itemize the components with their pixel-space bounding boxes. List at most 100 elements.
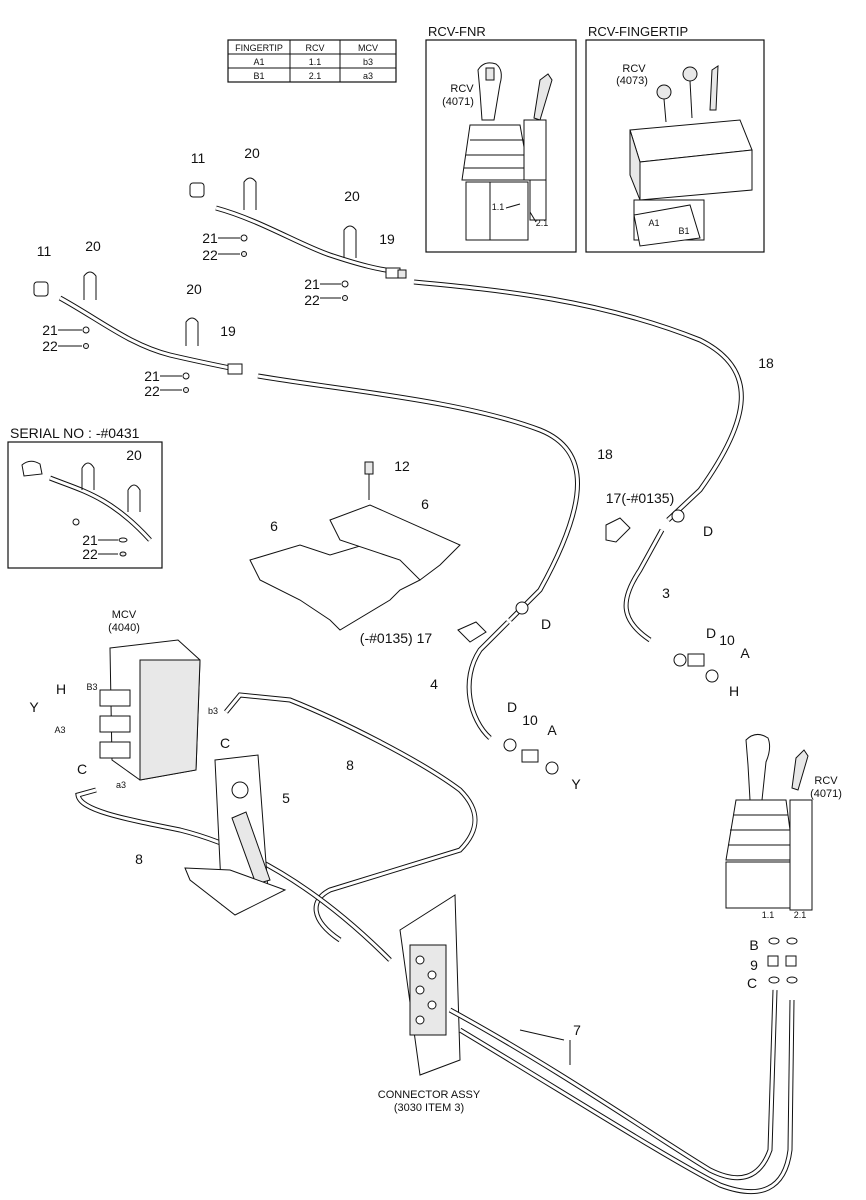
leader-lines	[58, 237, 571, 1065]
hoses-7	[448, 989, 795, 1195]
callout-20: 20	[344, 188, 360, 204]
callout-C: C	[220, 735, 230, 751]
inset-title: RCV-FNR	[428, 24, 486, 39]
callout-H: H	[56, 681, 66, 697]
table-header: FINGERTIP	[235, 43, 283, 53]
inset-serial-no: SERIAL NO : -#0431 20 21 22	[7, 425, 163, 569]
callout-6: 6	[421, 496, 429, 512]
callout-20: 20	[244, 145, 260, 161]
callout-21: 21	[202, 230, 218, 246]
callout-H: H	[729, 683, 739, 699]
inset-port-label: A1	[648, 218, 659, 228]
connector-label: CONNECTOR ASSY	[378, 1089, 481, 1101]
table-cell: 2.1	[309, 71, 322, 81]
rcv-port-label: 1.1	[762, 910, 775, 920]
callout-label: 20	[126, 447, 142, 463]
callout-Y: Y	[29, 699, 39, 715]
table-header: MCV	[358, 43, 378, 53]
table-cell: A1	[253, 57, 264, 67]
callout-8: 8	[346, 757, 354, 773]
inset-rcv-fingertip: RCV-FINGERTIP RCV (4073) A1 B1	[585, 24, 765, 253]
callout-21: 21	[304, 276, 320, 292]
upper-tube-assembly-1	[189, 177, 407, 301]
rcv-label: RCV	[814, 775, 838, 787]
callout-3: 3	[662, 585, 670, 601]
callout-20: 20	[85, 238, 101, 254]
callouts: 11 20 21 22 20 19 21 22 11 20 21 22 20 1…	[29, 145, 774, 1038]
table-header: RCV	[305, 43, 324, 53]
mcv-block: MCV (4040) B3 A3 b3 a3	[54, 609, 218, 790]
inset-port-label: B1	[678, 226, 689, 236]
rcv-code: (4071)	[810, 788, 842, 800]
inset-part-code: (4073)	[616, 75, 648, 87]
callout-D: D	[541, 616, 551, 632]
mcv-port-label: a3	[116, 780, 126, 790]
tube-4	[457, 601, 559, 775]
callout-18: 18	[758, 355, 774, 371]
callout-7: 7	[573, 1022, 581, 1038]
callout-12: 12	[394, 458, 410, 474]
callout-11: 11	[37, 243, 52, 259]
callout-20: 20	[186, 281, 202, 297]
callout-19: 19	[220, 323, 236, 339]
callout-C: C	[77, 761, 87, 777]
port-table: FINGERTIP RCV MCV A1 1.1 b3 B1 2.1 a3	[227, 39, 397, 83]
callout-D: D	[706, 625, 716, 641]
callout-label: 22	[82, 546, 98, 562]
inset-part-label: RCV	[622, 63, 646, 75]
mcv-port-label: B3	[86, 682, 97, 692]
callout-4: 4	[430, 676, 438, 692]
inset-part-label: RCV	[450, 83, 474, 95]
callout-8: 8	[135, 851, 143, 867]
callout-5: 5	[282, 790, 290, 806]
inset-port-label: 1.1	[492, 202, 505, 212]
callout-label: 21	[82, 532, 98, 548]
callout-22: 22	[304, 292, 320, 308]
inset-port-label: 2.1	[536, 218, 549, 228]
mcv-port-label: A3	[54, 725, 65, 735]
callout-18: 18	[597, 446, 613, 462]
callout-A: A	[547, 722, 557, 738]
callout-D: D	[703, 523, 713, 539]
hose-18-right	[413, 279, 744, 522]
callout-22: 22	[144, 383, 160, 399]
rcv-port-label: 2.1	[794, 910, 807, 920]
callout-19: 19	[379, 231, 395, 247]
hose-8-lower	[75, 787, 392, 962]
inset-title: SERIAL NO : -#0431	[10, 425, 140, 441]
callout-22: 22	[42, 338, 58, 354]
inset-rcv-fnr: RCV-FNR RCV (4071) 1.1 2.1	[425, 24, 577, 253]
callout-17: (-#0135) 17	[360, 630, 433, 646]
table-cell: 1.1	[309, 57, 322, 67]
callout-17: 17(-#0135)	[606, 490, 675, 506]
callout-9: 9	[750, 957, 758, 973]
callout-11: 11	[191, 150, 206, 166]
callout-21: 21	[144, 368, 160, 384]
mcv-label: MCV	[112, 609, 137, 621]
callout-Y: Y	[571, 776, 581, 792]
mcv-port-label: b3	[208, 706, 218, 716]
tube-3	[605, 509, 719, 683]
callout-6: 6	[270, 518, 278, 534]
inset-title: RCV-FINGERTIP	[588, 24, 688, 39]
connector-label: (3030 ITEM 3)	[394, 1102, 464, 1114]
callout-22: 22	[202, 247, 218, 263]
bracket-5	[184, 754, 287, 916]
callout-21: 21	[42, 322, 58, 338]
hose-18-left	[257, 373, 580, 622]
table-cell: B1	[253, 71, 264, 81]
rcv-bottom: RCV (4071) 1.1 2.1	[725, 734, 842, 984]
callout-C: C	[747, 975, 757, 991]
callout-A: A	[740, 645, 750, 661]
mcv-code: (4040)	[108, 622, 140, 634]
callout-D: D	[507, 699, 517, 715]
connector-assy: CONNECTOR ASSY (3030 ITEM 3)	[378, 894, 481, 1114]
table-cell: a3	[363, 71, 373, 81]
callout-10: 10	[719, 632, 735, 648]
table-cell: b3	[363, 57, 373, 67]
hose-8-upper	[224, 692, 478, 943]
callout-10: 10	[522, 712, 538, 728]
callout-B: B	[749, 937, 758, 953]
upper-tube-assembly-2	[33, 271, 243, 393]
